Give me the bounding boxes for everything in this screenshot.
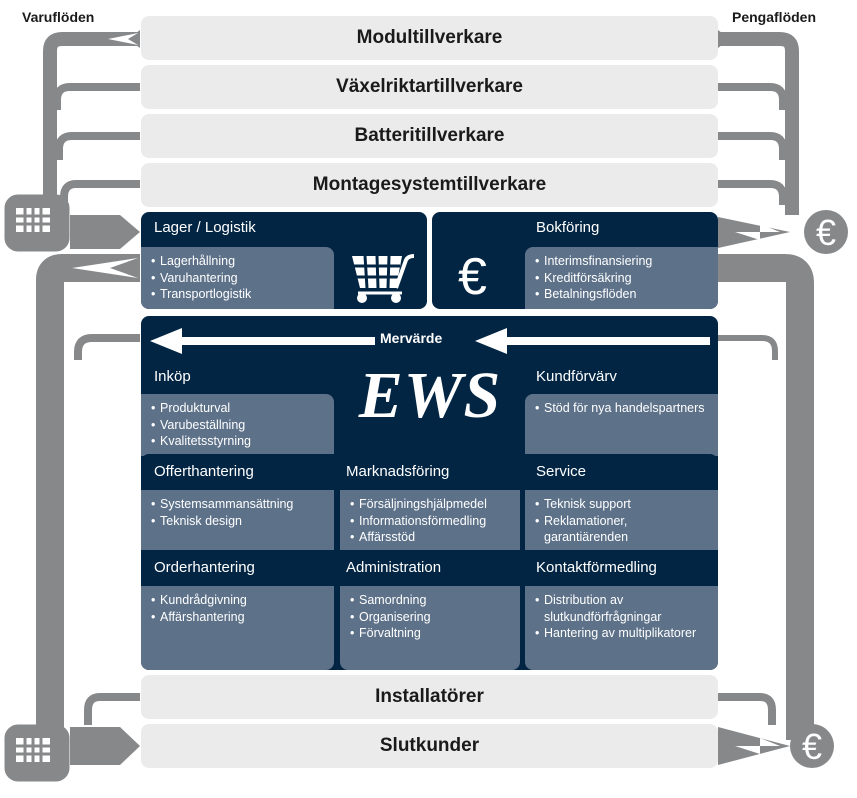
value-arrow-right: [475, 328, 710, 354]
accounting-list: Interimsfinansiering Kreditförsäkring Be…: [525, 247, 718, 309]
logistics-title: Lager / Logistik: [154, 219, 256, 236]
goods-flow-branch-vaxel: [53, 83, 140, 110]
list-item: Samordning: [350, 592, 510, 609]
money-flow-trunk-top: [718, 32, 799, 215]
shopping-cart-icon: [352, 254, 415, 303]
list-item: Organisering: [350, 609, 510, 626]
section-list-offerthantering: Systemsammansättning Teknisk design: [141, 490, 334, 550]
money-flow-branch-inner: [718, 335, 778, 360]
goods-flow-label: Varuflöden: [22, 9, 95, 25]
list-item: Affärsstöd: [350, 529, 510, 546]
list-item: Varubeställning: [151, 417, 324, 434]
euro-icon-top: €: [804, 210, 848, 254]
euro-icon-bottom: €: [790, 724, 834, 768]
logistics-item: Lagerhållning: [151, 253, 324, 270]
section-title-kundforvarv: Kundförvärv: [536, 368, 617, 385]
section-list-kontaktformedling: Distribution av slutkundförfrågningar Ha…: [525, 586, 718, 670]
value-added-label: Mervärde: [380, 330, 443, 346]
list-item: Distribution av slutkundförfrågningar: [535, 592, 708, 625]
list-item: Reklamationer, garantiärenden: [535, 513, 708, 546]
supplier-bar-vaxelriktare: Växelriktartillverkare: [141, 65, 718, 109]
list-item: Kvalitetsstyrning: [151, 433, 324, 450]
money-flow-branch-montage: [718, 180, 787, 205]
money-flow-trunk-lower: [718, 254, 814, 740]
goods-pointer-top: [70, 215, 140, 249]
section-title-kontaktformedling: Kontaktförmedling: [536, 559, 657, 576]
goods-flow-branch-inner: [74, 334, 140, 360]
money-flow-branch-installatorer: [718, 693, 776, 725]
section-list-marknadsforing: Försäljningshjälpmedel Informationsförme…: [340, 490, 520, 550]
accounting-item: Interimsfinansiering: [535, 253, 708, 270]
section-list-inkop: Produkturval Varubeställning Kvalitetsst…: [141, 394, 334, 456]
row-header-strip: [141, 550, 718, 586]
money-flow-label: Pengaflöden: [732, 9, 817, 25]
logistics-item: Transportlogistik: [151, 286, 324, 303]
supplier-bar-montagesystem: Montagesystemtillverkare: [141, 163, 718, 207]
logistics-list: Lagerhållning Varuhantering Transportlog…: [141, 247, 334, 309]
list-item: Teknisk support: [535, 496, 708, 513]
goods-flow-branch-batteri: [55, 132, 140, 160]
section-list-orderhantering: Kundrådgivning Affärshantering: [141, 586, 334, 670]
list-item: Informationsförmedling: [350, 513, 510, 530]
svg-text:€: €: [802, 726, 822, 767]
section-list-service: Teknisk support Reklamationer, garantiär…: [525, 490, 718, 550]
goods-pointer-bottom: [70, 727, 140, 765]
section-title-marknadsforing: Marknadsföring: [346, 463, 450, 480]
accounting-item: Betalningsflöden: [535, 286, 708, 303]
section-list-kundforvarv: Stöd för nya handelspartners: [525, 394, 718, 456]
money-flow-branch-vaxel: [718, 83, 787, 110]
goods-flow-branch-installatorer: [84, 693, 140, 725]
accounting-item: Kreditförsäkring: [535, 270, 708, 287]
svg-text:€: €: [816, 212, 836, 253]
supplier-bar-modul: Modultillverkare: [141, 16, 718, 60]
list-item: Förvaltning: [350, 625, 510, 642]
section-title-orderhantering: Orderhantering: [154, 559, 255, 576]
customer-bar-installatorer: Installatörer: [141, 675, 718, 719]
list-item: Produkturval: [151, 400, 324, 417]
section-title-offerthantering: Offerthantering: [154, 463, 254, 480]
goods-flow-trunk-lower: [36, 254, 140, 730]
accounting-title: Bokföring: [536, 219, 600, 236]
list-item: Hantering av multiplikatorer: [535, 625, 708, 642]
section-list-administration: Samordning Organisering Förvaltning: [340, 586, 520, 670]
list-item: Teknisk design: [151, 513, 324, 530]
section-title-service: Service: [536, 463, 587, 480]
list-item: Systemsammansättning: [151, 496, 324, 513]
list-item: Affärshantering: [151, 609, 324, 626]
row-header-strip: [141, 454, 718, 490]
list-item: Stöd för nya handelspartners: [535, 400, 708, 417]
logistics-item: Varuhantering: [151, 270, 324, 287]
value-arrow-left: [150, 328, 375, 354]
customer-bar-slutkunder: Slutkunder: [141, 724, 718, 768]
value-added-arrows: [150, 328, 710, 354]
goods-flow-trunk-top: [43, 32, 140, 205]
section-title-inkop: Inköp: [154, 368, 191, 385]
money-flow-branch-batteri: [718, 132, 787, 160]
section-title-administration: Administration: [346, 559, 442, 576]
goods-flow-branch-montage: [60, 180, 140, 205]
euro-icon: €: [458, 248, 487, 306]
list-item: Försäljningshjälpmedel: [350, 496, 510, 513]
ews-logo: EWS: [358, 359, 502, 432]
list-item: Kundrådgivning: [151, 592, 324, 609]
supplier-bar-batteri: Batteritillverkare: [141, 114, 718, 158]
